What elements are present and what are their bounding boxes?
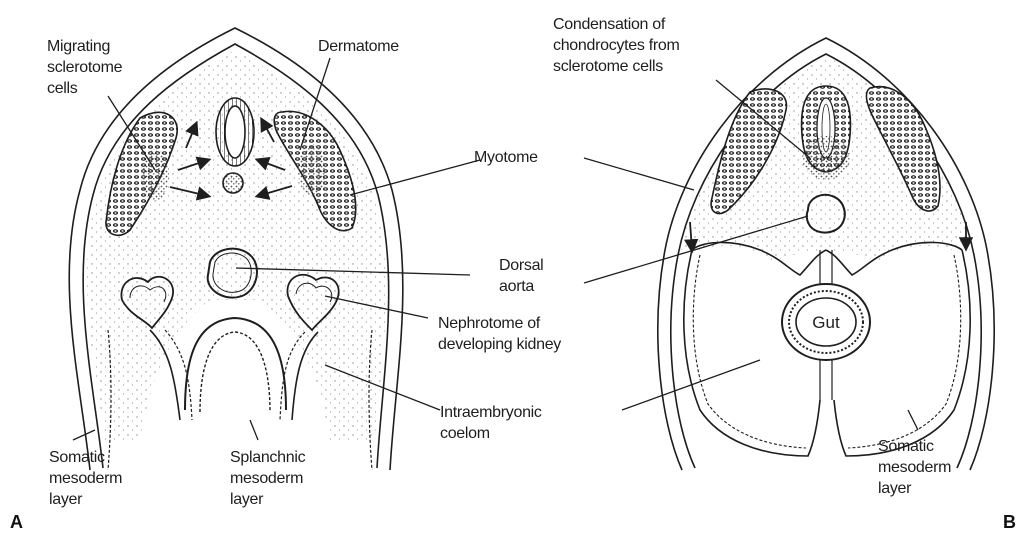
- panel-b-drawing: [658, 38, 994, 470]
- label-splanchnic-mesoderm: Splanchnic mesoderm layer: [230, 447, 305, 510]
- panel-a-notochord: [223, 173, 243, 193]
- panel-b-dorsal-mesentery: [820, 250, 832, 285]
- panel-letter-b: B: [1003, 512, 1016, 533]
- label-somatic-mesoderm-a: Somatic mesoderm layer: [49, 447, 122, 510]
- panel-a-sclerotome-right: [298, 144, 326, 196]
- panel-letter-a: A: [10, 512, 23, 533]
- label-intraembryonic-coelom: Intraembryonic coelom: [440, 402, 542, 444]
- label-dorsal-aorta: Dorsal aorta: [499, 255, 543, 297]
- label-condensation-chondrocytes: Condensation of chondrocytes from sclero…: [553, 14, 680, 77]
- label-migrating-sclerotome-cells: Migrating sclerotome cells: [47, 36, 122, 99]
- label-nephrotome: Nephrotome of developing kidney: [438, 313, 561, 355]
- label-somatic-mesoderm-b: Somatic mesoderm layer: [878, 436, 951, 499]
- label-dermatome: Dermatome: [318, 36, 399, 57]
- label-myotome: Myotome: [474, 147, 538, 168]
- gut-label: Gut: [812, 313, 840, 332]
- panel-a-sclerotome-left: [141, 149, 169, 201]
- panel-b-ventral-mesentery: [820, 360, 832, 400]
